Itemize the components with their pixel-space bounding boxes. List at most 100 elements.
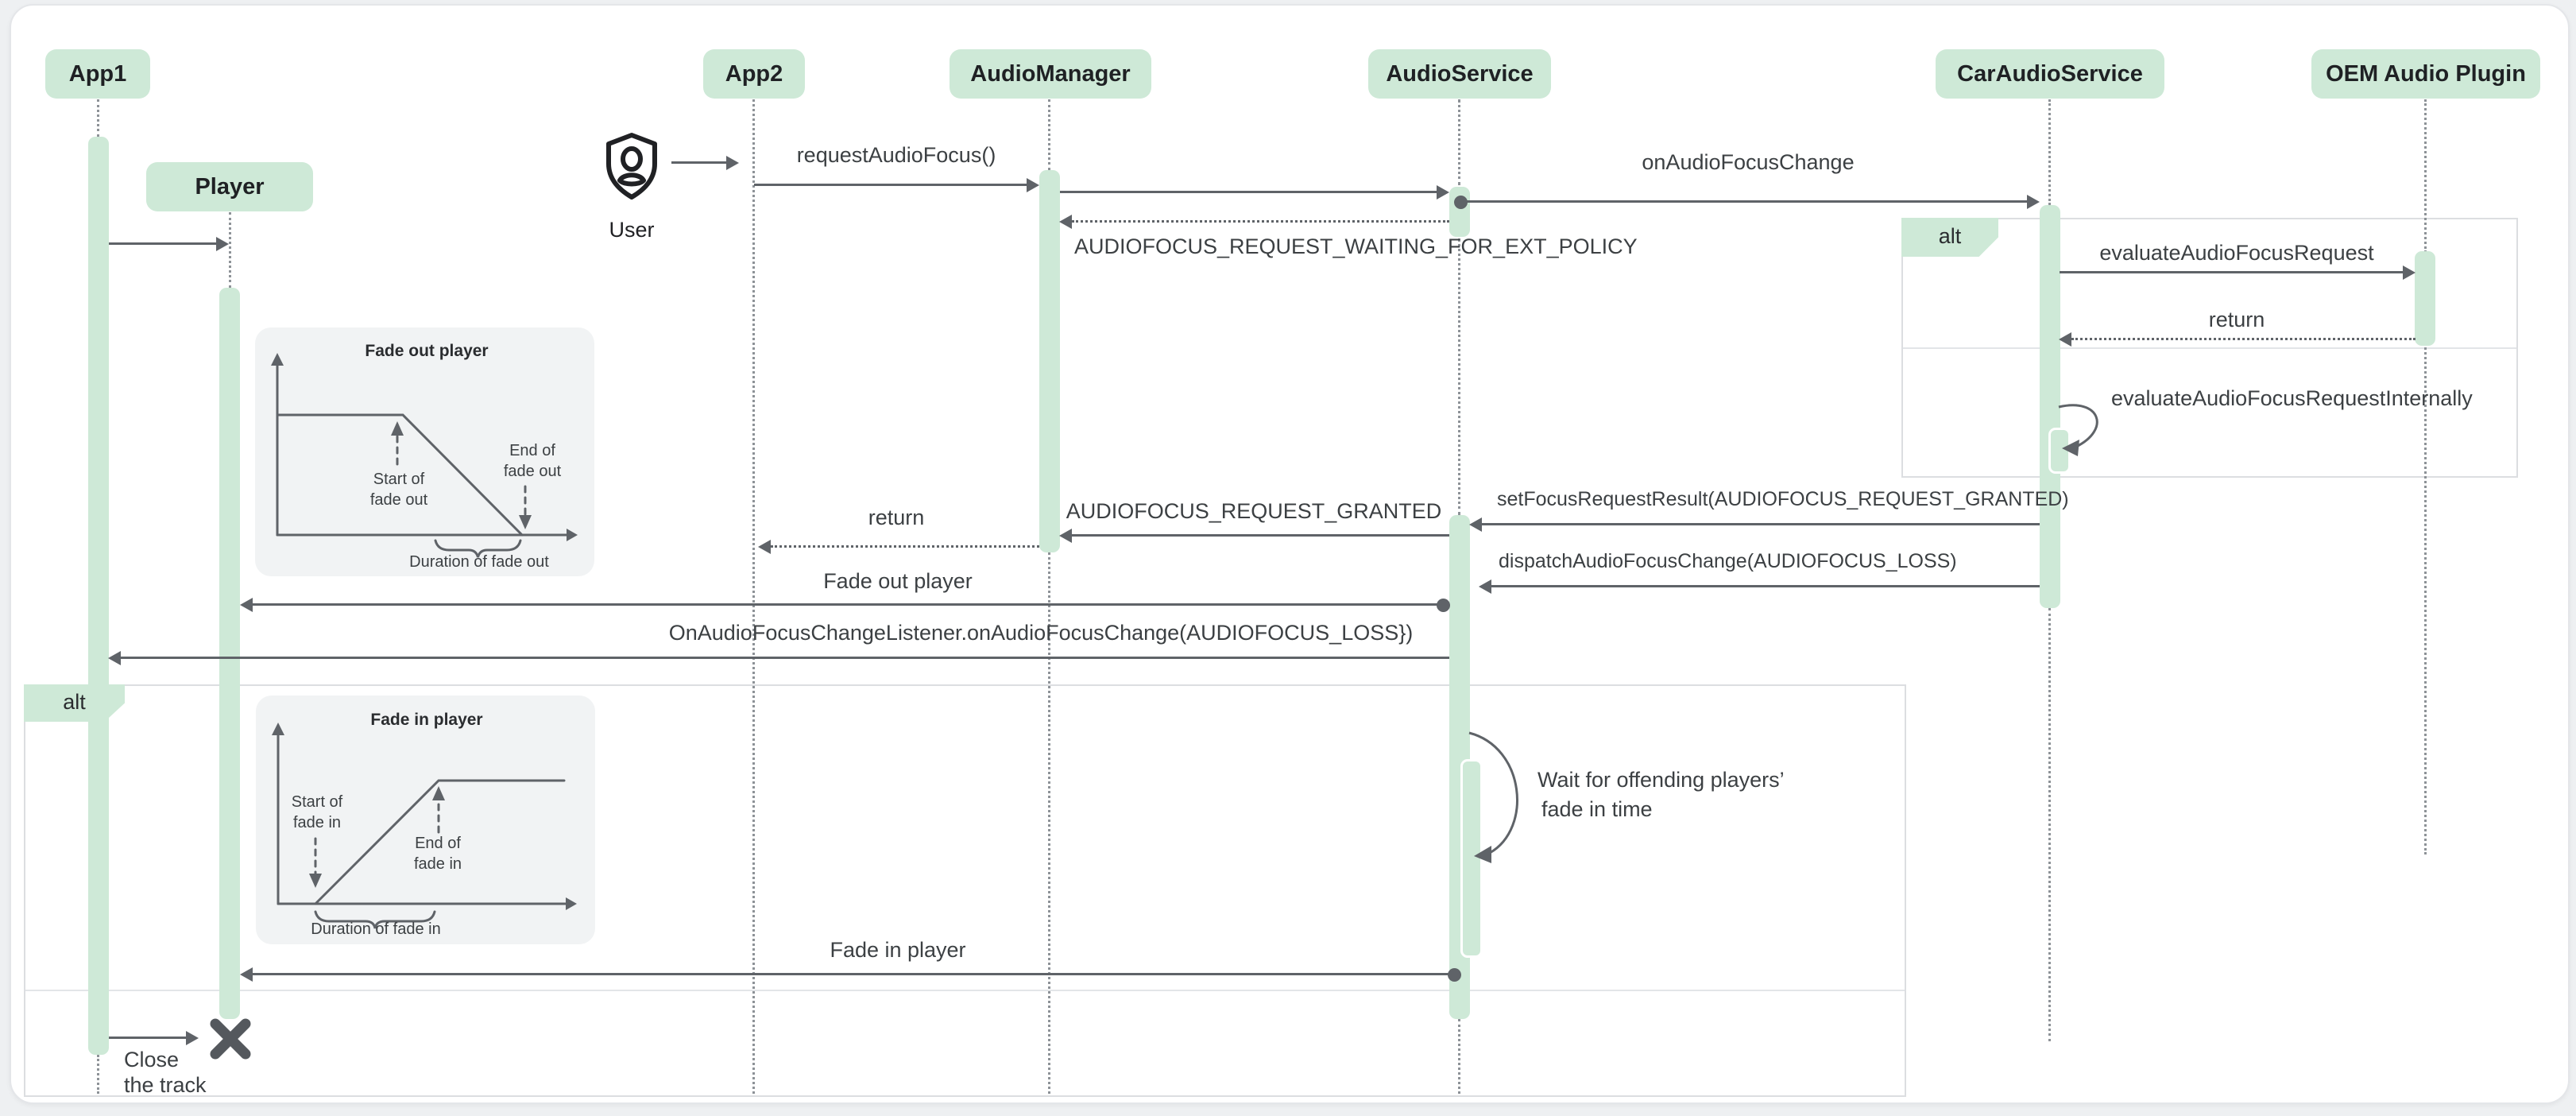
lifeline-oem: [2424, 343, 2427, 854]
message-label: the track: [124, 1073, 207, 1097]
fade-in-curve: [314, 779, 566, 905]
start-arrowhead-up: [391, 421, 404, 436]
lifeline-app1: [97, 1055, 99, 1094]
message-origin-dot: [1437, 599, 1450, 612]
arrowhead: [108, 651, 121, 665]
alt-frame-top-divider: [1903, 347, 2516, 349]
arrowhead: [2027, 195, 2040, 209]
destroy-x-icon: [210, 1018, 251, 1060]
fade-in-title: Fade in player: [370, 711, 483, 729]
message-label: dispatchAudioFocusChange(AUDIOFOCUS_LOSS…: [1499, 550, 1957, 572]
set-focus-result-arrow: [1482, 523, 2040, 525]
message-label: evaluateAudioFocusRequestInternally: [2111, 386, 2473, 410]
dispatch-change-arrow: [1491, 585, 2040, 587]
alt-label: alt: [63, 690, 86, 714]
duration-brace: [434, 539, 522, 558]
activation-audioservice-early: [1449, 187, 1470, 237]
fade-out-player-arrow: [253, 603, 1438, 606]
audiomanager-to-audioservice-arrow: [1060, 191, 1437, 193]
on-audio-focus-change-arrow: [1467, 200, 2027, 203]
fade-in-graph: [272, 723, 577, 929]
lifeline-app1: [97, 99, 99, 137]
evaluate-internally-self-arrow: [2058, 404, 2098, 456]
participant-oem-audio-plugin: OEM Audio Plugin: [2311, 49, 2540, 99]
wait-self-arrow: [1468, 731, 1518, 863]
arrowhead: [1027, 178, 1039, 192]
message-label: Close: [124, 1048, 180, 1071]
start-arrowhead-down: [309, 874, 322, 888]
participant-label: CarAudioService: [1957, 61, 2143, 87]
lifeline-audiomanager: [1048, 552, 1050, 1094]
participant-label: AudioService: [1386, 61, 1534, 87]
lifeline-oem: [2424, 99, 2427, 253]
fade-in-end-label: fade in: [413, 855, 462, 873]
fade-out-start-label: fade out: [369, 491, 428, 509]
duration-brace: [314, 910, 436, 929]
arrowhead: [1437, 185, 1449, 200]
alt-frame-bottom-label: alt: [24, 684, 125, 722]
arrowhead: [240, 967, 253, 982]
fade-in-duration-label: Duration of fade in: [311, 920, 441, 938]
arrowhead: [186, 1031, 199, 1045]
close-track-arrow: [109, 1037, 186, 1039]
lifeline-caraudioservice: [2048, 99, 2051, 205]
activation-oem: [2415, 251, 2435, 346]
participant-label: Player: [195, 174, 265, 200]
return-arrow-alt: [2071, 338, 2415, 340]
alt-frame-bottom: [24, 684, 1906, 1097]
end-arrowhead-up: [432, 786, 445, 800]
fade-out-start-label: Start of: [373, 471, 425, 488]
message-label: requestAudioFocus(): [796, 143, 996, 167]
message-label: fade in time: [1541, 797, 1653, 821]
lifeline-audiomanager: [1048, 99, 1050, 170]
lifeline-caraudioservice: [2048, 608, 2051, 1041]
fade-in-start-label: fade in: [292, 814, 342, 831]
message-label: AUDIOFOCUS_REQUEST_GRANTED: [1066, 499, 1442, 523]
alt-frame-bottom-divider: [25, 990, 1905, 991]
participant-app2: App2: [703, 49, 805, 99]
message-label: OnAudioFocusChangeListener.onAudioFocusC…: [668, 621, 1414, 645]
fade-in-start-label: Start of: [291, 793, 343, 811]
fade-out-duration-label: Duration of fade out: [409, 553, 549, 571]
message-label: AUDIOFOCUS_REQUEST_WAITING_FOR_EXT_POLIC…: [1074, 234, 1638, 258]
lifeline-player: [229, 212, 231, 288]
message-label: return: [868, 506, 925, 529]
participant-caraudioservice: CarAudioService: [1936, 49, 2164, 99]
participant-label: AudioManager: [970, 61, 1131, 87]
participant-label: App1: [68, 61, 127, 87]
fade-out-curve: [276, 413, 524, 537]
fade-out-end-label: End of: [509, 442, 555, 459]
activation-caraudioservice: [2040, 205, 2060, 608]
participant-audiomanager: AudioManager: [950, 49, 1151, 99]
lifeline-app2: [752, 99, 755, 1094]
activation-audiomanager: [1039, 170, 1060, 552]
arrowhead: [2059, 332, 2071, 347]
y-axis-arrowhead: [271, 353, 284, 366]
lifeline-audioservice: [1458, 1019, 1460, 1094]
arrowhead: [726, 156, 739, 170]
alt-frame-top-label: alt: [1901, 218, 1998, 257]
message-label: Fade in player: [830, 938, 966, 962]
user-actor-label: User: [609, 218, 655, 242]
alt-label: alt: [1938, 224, 1962, 248]
activation-player: [219, 288, 240, 1019]
arrowhead: [1469, 517, 1482, 532]
participant-label: OEM Audio Plugin: [2326, 61, 2526, 87]
arrowhead: [1059, 215, 1072, 229]
on-focus-change-listener-arrow: [121, 657, 1449, 659]
return-arrow-main: [771, 545, 1039, 548]
participant-audioservice: AudioService: [1368, 49, 1551, 99]
y-axis-arrowhead: [272, 723, 284, 735]
alt-frame-top: [1901, 218, 2518, 478]
lifeline-audioservice: [1458, 238, 1460, 515]
arrowhead: [2403, 265, 2415, 280]
participant-app1: App1: [45, 49, 150, 99]
evaluate-request-arrow: [2060, 271, 2403, 273]
message-label: Wait for offending players’: [1537, 768, 1785, 792]
activation-app1: [88, 137, 109, 1055]
waiting-ext-policy-return-arrow: [1072, 220, 1449, 223]
message-label: return: [2208, 308, 2265, 331]
message-label: evaluateAudioFocusRequest: [2099, 241, 2374, 265]
fade-in-end-label: End of: [415, 835, 461, 852]
